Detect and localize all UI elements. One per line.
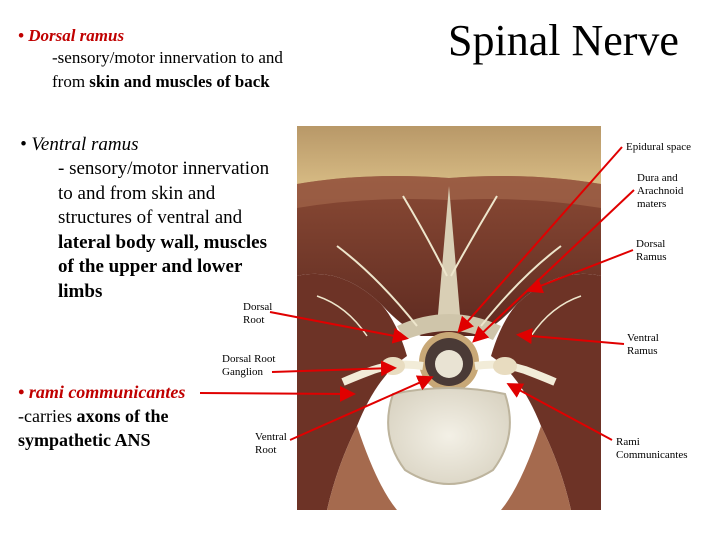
arrow-dorsal-root bbox=[270, 312, 405, 338]
arrow-dura bbox=[475, 190, 634, 340]
arrow-drg bbox=[272, 368, 393, 372]
arrow-ventral-ramus bbox=[520, 335, 624, 344]
arrow-ventral-root bbox=[290, 378, 430, 440]
arrow-dorsal-ramus bbox=[530, 250, 633, 290]
arrow-rami-left bbox=[200, 393, 352, 394]
arrow-epidural bbox=[460, 147, 622, 330]
arrow-rami bbox=[510, 385, 612, 440]
